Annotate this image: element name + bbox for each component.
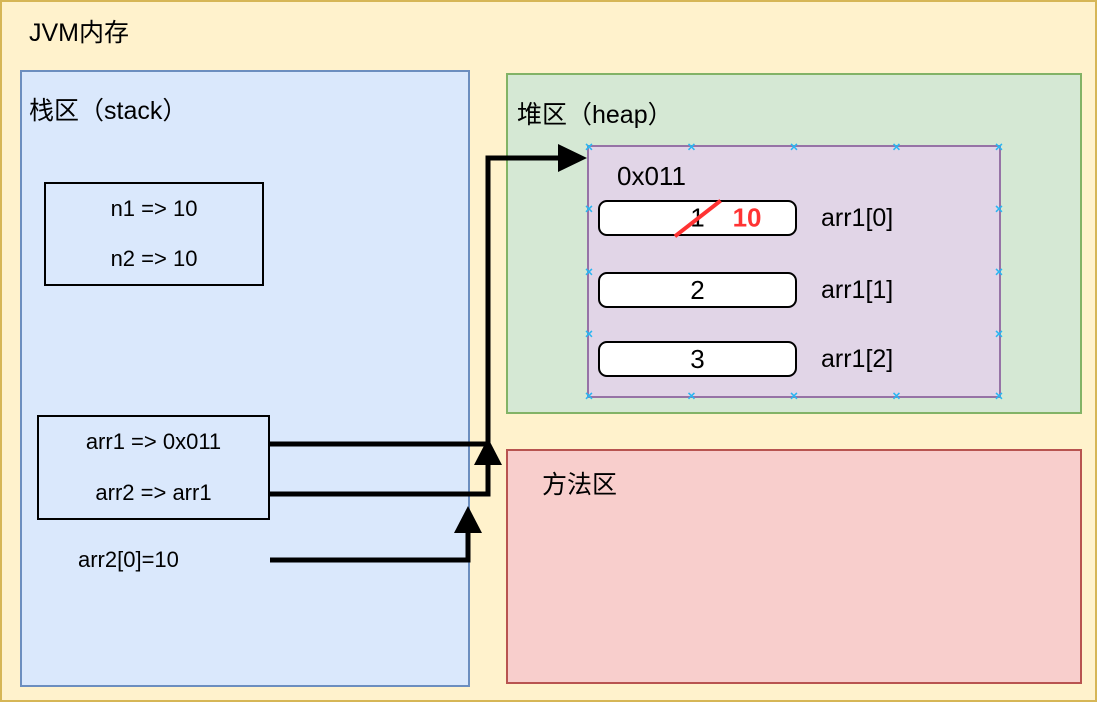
array-cell-row-0: 1 10 arr1[0]: [598, 200, 893, 236]
array-cell-label-1: arr1[1]: [821, 275, 894, 304]
connection-point-icon: ×: [584, 200, 594, 217]
array-cell-label-0: arr1[0]: [821, 203, 894, 232]
array-cell-label-2: arr1[2]: [821, 344, 894, 373]
heap-region-label: 堆区（heap）: [517, 101, 673, 129]
stack-region[interactable]: 栈区（stack）: [20, 70, 470, 687]
stack-vars-box[interactable]: n1 => 10 n2 => 10: [44, 182, 264, 286]
ref-arr2: arr2 => arr1: [95, 479, 212, 505]
array-cell-1[interactable]: 2: [598, 272, 797, 308]
var-n1: n1 => 10: [110, 196, 198, 221]
ref-arr1: arr1 => 0x011: [85, 429, 222, 455]
var-n2: n2 => 10: [110, 246, 198, 271]
array-cell-2[interactable]: 3: [598, 341, 797, 377]
method-area-label: 方法区: [542, 471, 618, 499]
connection-point-icon: ×: [584, 325, 594, 342]
connection-point-icon: ×: [584, 262, 594, 279]
object-address: 0x011: [617, 161, 686, 191]
cell-value: 2: [690, 274, 705, 305]
cell-value: 3: [690, 343, 705, 374]
array-cell-row-2: 3 arr1[2]: [598, 341, 893, 377]
method-area-region[interactable]: 方法区: [506, 449, 1082, 684]
new-value-highlight: 10: [732, 202, 762, 233]
diagram-title: JVM内存: [29, 19, 130, 47]
old-value-crossed-out: 1: [690, 202, 705, 233]
array-cell-row-1: 2 arr1[1]: [598, 272, 893, 308]
stack-statement[interactable]: arr2[0]=10: [78, 547, 179, 572]
heap-array-object-box[interactable]: 0x011 1 10 arr1[0] 2 arr1[1] 3 arr1[2] ×…: [584, 139, 1003, 402]
stack-refs-box[interactable]: arr1 => 0x011 arr2 => arr1: [37, 415, 270, 520]
array-cell-0[interactable]: 1 10: [598, 200, 797, 236]
stack-region-label: 栈区（stack）: [29, 97, 188, 125]
